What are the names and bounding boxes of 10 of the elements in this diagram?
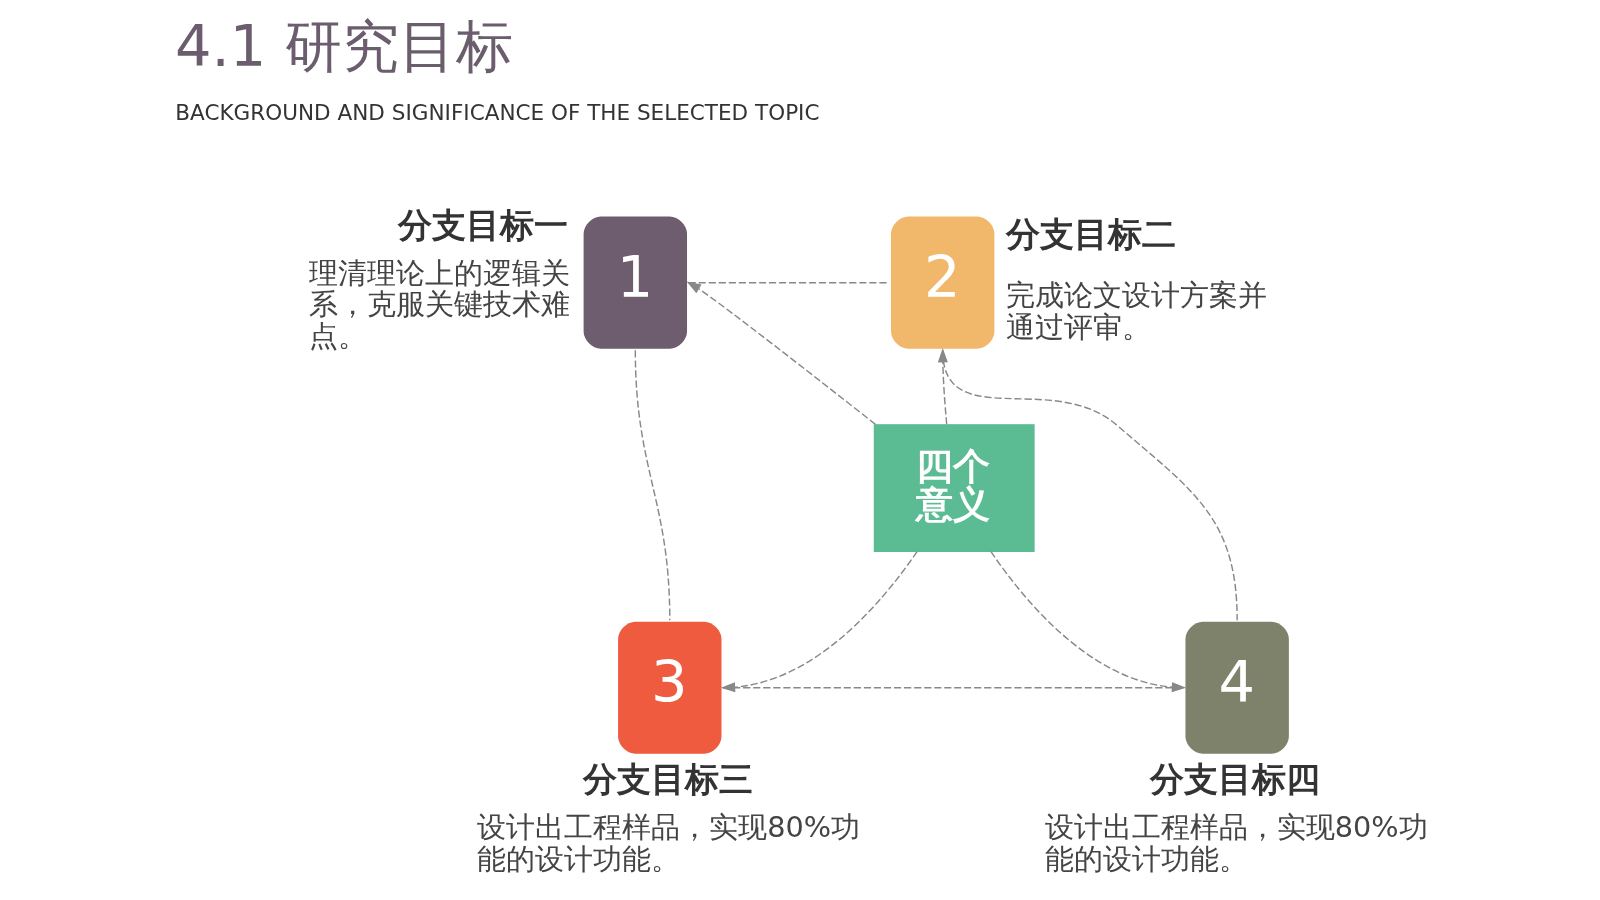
node-label: 完成论文设计方案并通过评审。 xyxy=(1005,277,1267,344)
node-label: 分支目标三 xyxy=(582,759,753,800)
node-label: 理清理论上的逻辑关系，克服关键技术难点。 xyxy=(308,255,570,353)
diagram-title: 4.1 研究目标 xyxy=(174,12,513,80)
node-label: 分支目标二 xyxy=(1005,214,1176,255)
node-label: 设计出工程样品，实现80%功能的设计功能。 xyxy=(476,810,860,876)
node-label: 分支目标一 xyxy=(397,204,568,245)
node-label: 分支目标四 xyxy=(1149,759,1320,800)
node-label: 设计出工程样品，实现80%功能的设计功能。 xyxy=(1044,810,1428,876)
label: BACKGROUND AND SIGNIFICANCE OF THE SELECTED TOPIC xyxy=(174,99,820,125)
